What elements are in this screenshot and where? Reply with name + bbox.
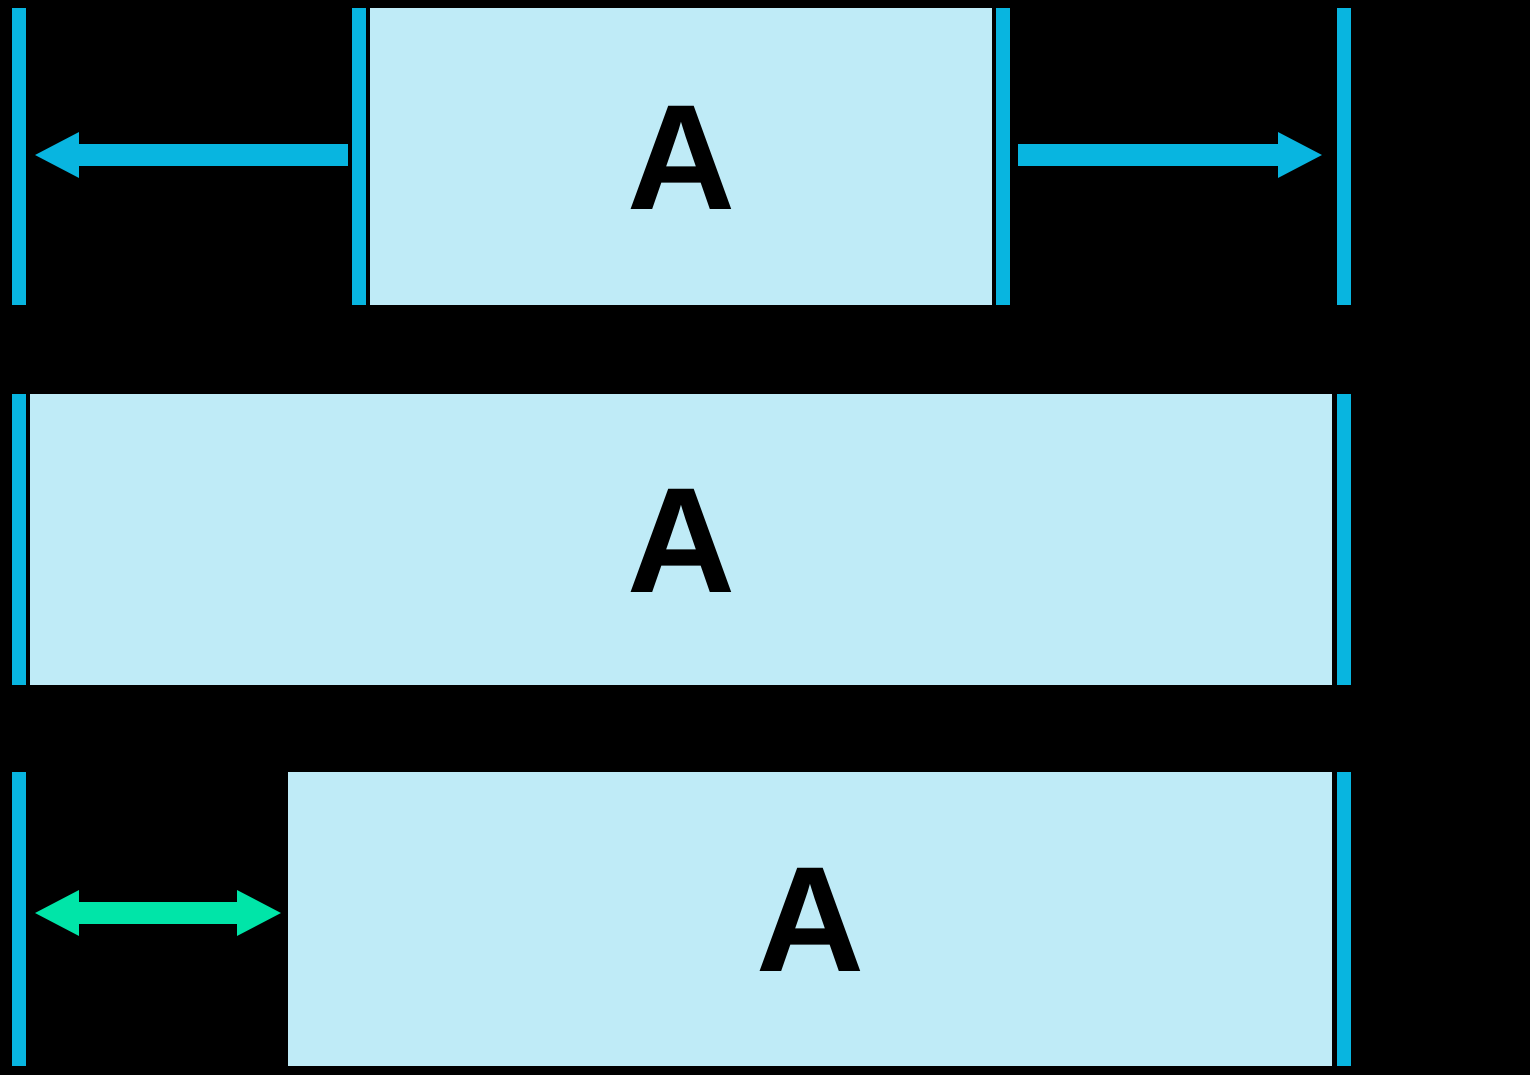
right-guide-line: [1337, 8, 1351, 305]
row1-box-label: A: [626, 72, 736, 241]
left-guide-line: [12, 772, 26, 1066]
row1-box-left-tick: [352, 8, 366, 305]
row3-box[interactable]: A: [288, 772, 1332, 1066]
row1-box[interactable]: A: [370, 8, 992, 305]
row1-box-right-tick: [996, 8, 1010, 305]
row1-left-gap-arrow: [35, 132, 348, 178]
left-guide-line: [12, 8, 26, 305]
row3-offset-gap-arrow: [35, 890, 281, 936]
row1-right-gap-arrow: [1018, 132, 1322, 178]
row3-box-label: A: [755, 835, 865, 1003]
row2-box-label: A: [626, 455, 736, 624]
left-guide-line: [12, 394, 26, 685]
row2-box[interactable]: A: [30, 394, 1332, 685]
right-guide-line: [1337, 772, 1351, 1066]
right-guide-line: [1337, 394, 1351, 685]
